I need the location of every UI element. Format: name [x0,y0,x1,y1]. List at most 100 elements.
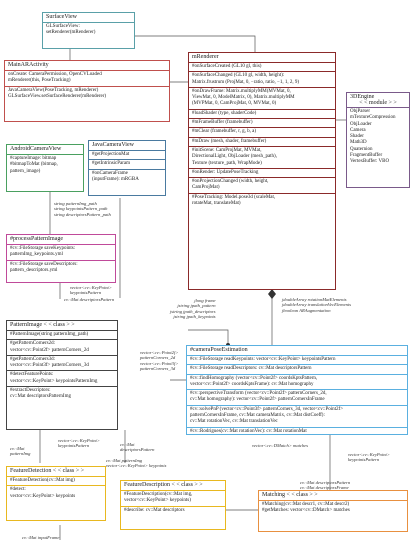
class-line: mRenderer(this, PoseTracking) [8,78,71,84]
module-item: ObjLoader [350,121,372,127]
box-line: patternCornersInFrame, cv::Mat cameraMat… [190,413,325,419]
double-arrays-label: jdoubleArray rotationMatElements jdouble… [282,297,352,313]
class-line: rotateMat, translateMat) [192,201,241,207]
android-camera-view-class: AndroidCameraView #captureImage: bitmap … [6,144,84,192]
module-item: VertexBuffer: VBO [350,159,390,165]
module-title: 3DEngine [350,94,375,100]
class-line: #getPatternCorners3d: [10,356,55,362]
class-line: Texture (texture_path, WrapMode) [192,160,262,166]
dmatch-label: vector<cv::DMatch> matches [252,443,309,448]
class-line: CamProjMat) [192,185,220,191]
class-line: vector<cv::Point2f> patternCorners_2d [10,347,89,353]
process-pattern-image-box: #processPatternImage #cv::FileStorage sa… [6,234,116,283]
class-line: #onRender: UpdatePoseTracking [192,169,259,175]
box-line: #cv::perspectiveTransform (vector<cv::Po… [190,391,327,397]
module-item: FragmentBuffer [350,153,383,159]
module-item: Camera [350,127,366,133]
box-line: pattern_descriptors.yml [10,267,58,273]
class-line: #detect: [10,487,26,493]
class-line: ViewMat, 0, ModelMatrix, 0), Matrix.mult… [192,95,295,101]
module-stereotype: < < module > > [359,100,397,106]
box-line: vector<cv::Point2f> coordsKptsFrame): cv… [190,381,314,387]
class-line: vector<cv::KeyPoint> keypoints) [124,498,191,504]
class-line: cv::Mat descriptorsPatternImg [10,394,71,400]
class-line: #getIntrinsicParam [92,161,131,167]
class-line: #mClear (framebuffer, r, g, b, a) [192,129,257,135]
class-line: #loadShader (type, shaderCode) [192,110,257,116]
class-line: #getPatternCorners2d: [10,341,55,347]
class-title: MainARActivity [5,61,169,71]
class-line: #extractDescriptors: [10,388,51,394]
class-line: #FeatureDetection(cv::Mat img) [10,478,75,483]
box-line: cv::Mat homography): vector<cv::Point2f>… [190,397,325,403]
class-title: mRenderer [189,53,335,63]
box-line: #cv::FileStorage saveDescriptors: [10,261,78,267]
box-line: #cv::FileStorage readDescriptors: cv::Ma… [190,366,312,372]
kp-pattern-right-label: vector<cv::KeyPoint> keypointsPattern [348,452,390,463]
class-line: #getProjectionMat [92,152,130,157]
class-line: GLSurfaceView.setSurfaceRenderer(mRender… [8,93,107,99]
input-frame-label: cv::Mat inputFrame [22,535,60,540]
class-line: JavaCameraView(PoseTracking, mRenderer) [8,87,99,93]
box-line: #cv::solvePnP (vector<cv::Point3f> patte… [190,406,344,412]
class-title: JavaCameraView [89,141,165,151]
class-line: #detectFeaturePoints: [10,372,54,378]
frame-inputs-label: jlong frame jstring jpath_pattern jstrin… [170,298,216,320]
surface-view-class: SurfaceView GLSurfaceView: setRenderer(m… [42,12,135,49]
box-line: #cv::FileStorage saveKeypoints: [10,246,76,251]
module-item: ObjParser [350,109,370,114]
class-line: #onCameraFrame [92,170,128,176]
class-line: pattern_image) [10,168,41,174]
class-title: AndroidCameraView [7,145,83,155]
aggregation-diamond [268,289,276,299]
class-line: #captureImage: bitmap [10,156,57,161]
class-line: #initScene: CamProjMat, MVMat, [192,147,262,153]
class-title: SurfaceView [43,13,134,23]
box-line: #cv::Rodrigues(cv::Mat rotationVec): cv:… [190,428,307,434]
class-line: (inputFrame): mRGBA [92,176,139,182]
class-line: vector<cv::Point3f> patternCorners_3d [10,363,89,369]
box-line: patternImg_keypoints.yml [10,252,63,258]
class-line: #onSurfaceCreated (GL10 gl, this) [192,64,262,69]
java-camera-view-class: JavaCameraView #getProjectionMat #getInt… [88,140,166,196]
desc-pattern-mid-label: cv::Mat descriptorsPattern [120,442,155,453]
class-line: #FeatureDescription(cv::Mat img, [124,492,193,497]
class-line: #mFrameBuffer (framebuffer) [192,120,253,126]
box-line: #cv::findHomography (vector<cv::Point2f>… [190,375,318,381]
desc-right-label: cv::Mat descriptorsPattern cv::Mat descr… [300,480,351,491]
class-title: FeatureDetection < < class > > [7,467,105,477]
class-line: #bitmapToMat (bitmap, [10,162,58,168]
pattern-image-class: PatternImage < < class > > #PatternImage… [6,320,118,430]
class-line: vector<cv::KeyPoint> keypoints [10,493,76,499]
keypoints-pattern-label: vector<cv::KeyPoint> keypointsPattern [70,285,112,296]
class-line: #onProjectionChanged (width, height, [192,179,269,185]
module-item: mTextureCompression [350,115,396,121]
class-line: Matrix.frustrum (ProjMat, 0, −ratio, rat… [192,79,300,85]
patternimg-kp-label: cv::Mat patternImg vector<cv::KeyPoint> … [106,458,167,469]
class-line: GLSurfaceView: [46,24,80,29]
class-line: #describe: cv::Mat descriptors [124,507,185,513]
box-line: #cv::FileStorage readKeypoints: vector<c… [190,357,336,362]
mrenderer-class: mRenderer #onSurfaceCreated (GL10 gl, th… [188,52,336,290]
class-line: #getMatches: vector<cv::DMatch> matches [262,508,350,514]
class-line: setRenderer(mRenderer) [46,30,96,36]
main-ar-activity-class: MainARActivity onCreate: CameraPermissio… [4,60,170,122]
module-item: Quaternion [350,146,373,152]
descriptors-pattern-label: cv::Mat descriptorsPattern [64,297,115,302]
cvmat-pattern-img-label: cv::Mat patternImg [10,446,31,457]
class-line: (MVPMat, 0, CamProjMat, 0, MVMat, 0) [192,101,277,107]
camera-pose-estimation-box: #cameraPoseEstimation #cv::FileStorage r… [186,345,408,435]
engine3d-module: 3DEngine < < module > > ObjParser mTextu… [346,92,410,188]
class-line: #onSurfaceChanged (GL10 gl, width, heigh… [192,73,285,79]
class-title: Matching < < class > > [259,491,407,501]
kp-pattern-mid-label: vector<cv::KeyPoint> keypointsPattern [58,438,100,449]
matching-class: Matching < < class > > #Matching(cv::Mat… [258,490,408,532]
class-title: FeatureDescription < < class > > [121,481,225,491]
feature-detection-class: FeatureDetection < < class > > #FeatureD… [6,466,106,521]
pattern-inputs-label: string patternImg_path string keypointsP… [54,201,111,217]
corners-label: vector<cv::Point2f> patternCorners_2d ve… [140,350,179,372]
box-title: #processPatternImage [7,235,115,245]
class-line: #Matching(cv::Mat descr1, cv::Mat descr2… [262,502,350,507]
class-line: DirectionalLight, ObjLoader (mesh_path), [192,154,277,160]
